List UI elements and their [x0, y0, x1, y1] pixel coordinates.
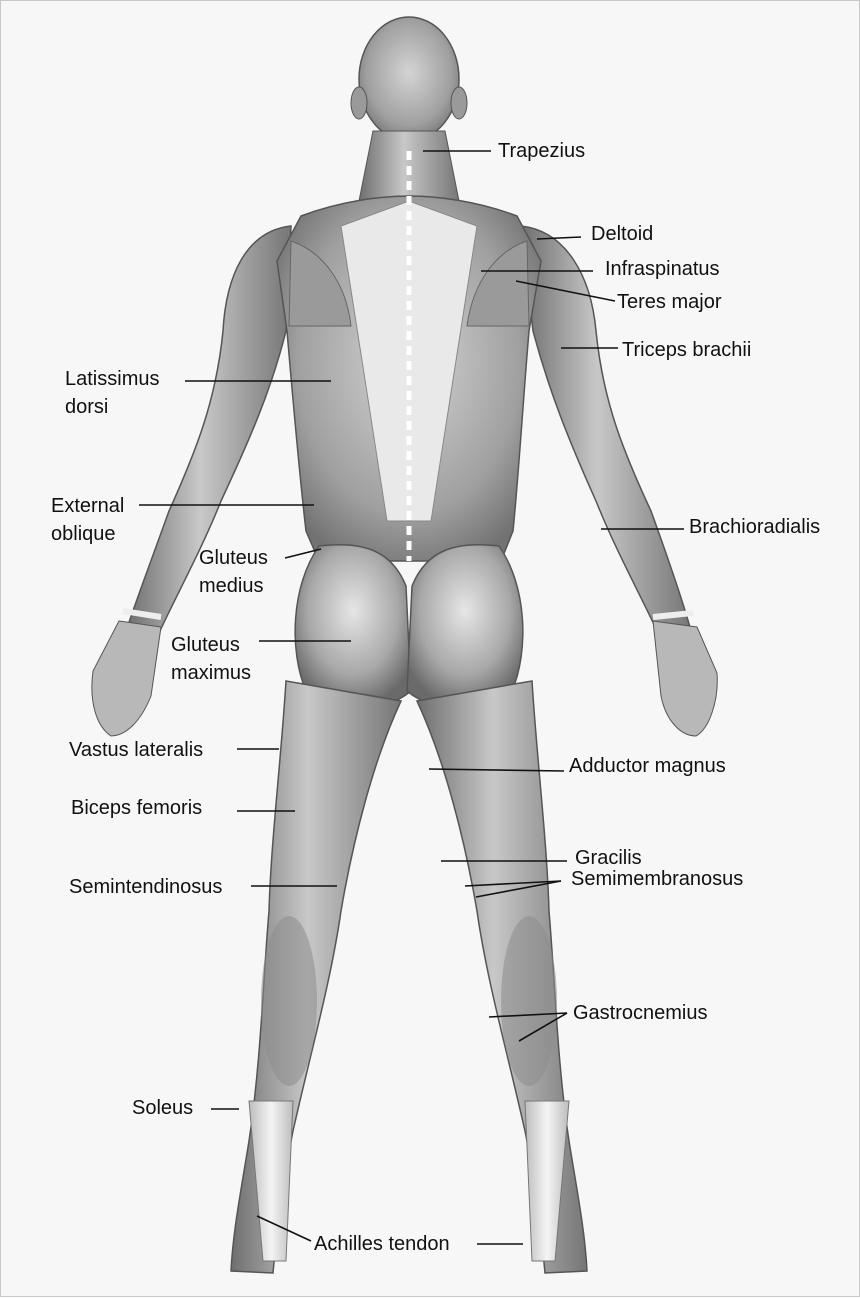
label-external-oblique: External oblique [51, 492, 124, 548]
label-latissimus-dorsi: Latissimus dorsi [65, 365, 159, 421]
label-external-oblique-line1: External [51, 492, 124, 520]
left-leg [231, 681, 401, 1273]
label-vastus-lateralis: Vastus lateralis [69, 736, 203, 764]
torso [277, 151, 541, 561]
label-brachioradialis: Brachioradialis [689, 513, 820, 541]
label-gluteus-maximus: Gluteus maximus [171, 631, 251, 687]
label-triceps-brachii: Triceps brachii [622, 336, 751, 364]
label-latissimus-dorsi-line1: Latissimus [65, 365, 159, 393]
label-infraspinatus: Infraspinatus [605, 255, 720, 283]
label-gluteus-maximus-line2: maximus [171, 659, 251, 687]
label-achilles-tendon: Achilles tendon [314, 1230, 450, 1258]
label-gastrocnemius: Gastrocnemius [573, 999, 708, 1027]
label-trapezius: Trapezius [498, 137, 585, 165]
label-latissimus-dorsi-line2: dorsi [65, 393, 159, 421]
label-teres-major: Teres major [617, 288, 721, 316]
label-deltoid: Deltoid [591, 220, 653, 248]
label-adductor-magnus: Adductor magnus [569, 752, 726, 780]
label-gluteus-maximus-line1: Gluteus [171, 631, 251, 659]
label-gluteus-medius-line2: medius [199, 572, 268, 600]
gluteal-region [295, 545, 523, 709]
label-soleus: Soleus [132, 1094, 193, 1122]
label-biceps-femoris: Biceps femoris [71, 794, 202, 822]
label-gluteus-medius: Gluteus medius [199, 544, 268, 600]
label-gluteus-medius-line1: Gluteus [199, 544, 268, 572]
label-semimembranosus: Semimembranosus [571, 865, 743, 893]
label-semitendinosus: Semintendinosus [69, 873, 222, 901]
label-external-oblique-line2: oblique [51, 520, 124, 548]
